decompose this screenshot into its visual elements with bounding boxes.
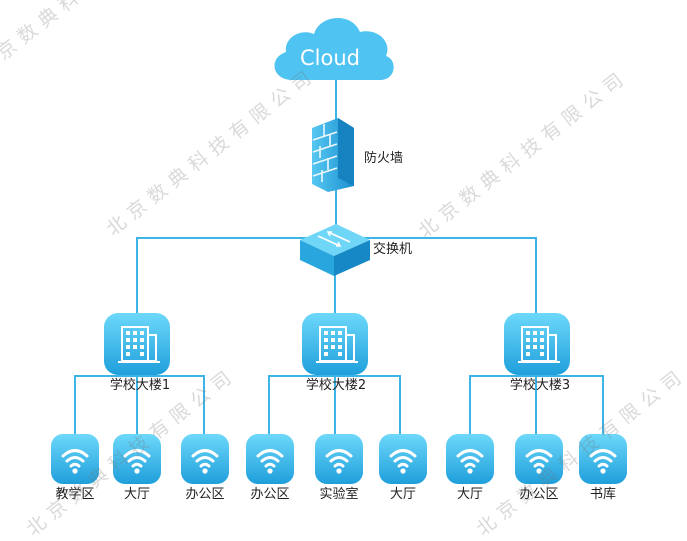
link-building1-aps — [74, 375, 205, 437]
switch-icon — [300, 224, 370, 276]
ap-label-3-3: 书库 — [589, 487, 617, 502]
ap-label-3-2: 办公区 — [519, 487, 559, 502]
building-label-2: 学校大楼2 — [305, 378, 367, 393]
ap-label-2-3: 大厅 — [389, 487, 417, 502]
cloud-label: Cloud — [300, 46, 360, 70]
wifi-ap-icon-2-3 — [379, 434, 427, 484]
ap-label-2-2: 实验室 — [319, 487, 359, 502]
wifi-ap-icon-1-1 — [51, 434, 99, 484]
wifi-ap-icon-1-3 — [181, 434, 229, 484]
building-label-1: 学校大楼1 — [109, 378, 171, 393]
building-icon-1 — [104, 313, 170, 375]
wifi-ap-icon-3-3 — [579, 434, 627, 484]
ap-label-1-2: 大厅 — [123, 487, 151, 502]
cloud-icon — [274, 17, 394, 80]
building-icon-3 — [504, 313, 570, 375]
network-diagram — [51, 17, 627, 484]
ap-label-1-3: 办公区 — [185, 487, 225, 502]
ap-label-1-1: 教学区 — [55, 487, 95, 502]
wifi-ap-icon-2-1 — [246, 434, 294, 484]
wifi-ap-icon-3-1 — [446, 434, 494, 484]
building-label-3: 学校大楼3 — [509, 378, 571, 393]
wifi-ap-icon-3-2 — [515, 434, 563, 484]
firewall-icon — [312, 118, 354, 192]
firewall-label: 防火墙 — [364, 151, 404, 166]
ap-label-3-1: 大厅 — [456, 487, 484, 502]
ap-label-2-1: 办公区 — [250, 487, 290, 502]
switch-label: 交换机 — [373, 242, 413, 257]
building-icon-2 — [302, 313, 368, 375]
wifi-ap-icon-1-2 — [113, 434, 161, 484]
wifi-ap-icon-2-2 — [315, 434, 363, 484]
